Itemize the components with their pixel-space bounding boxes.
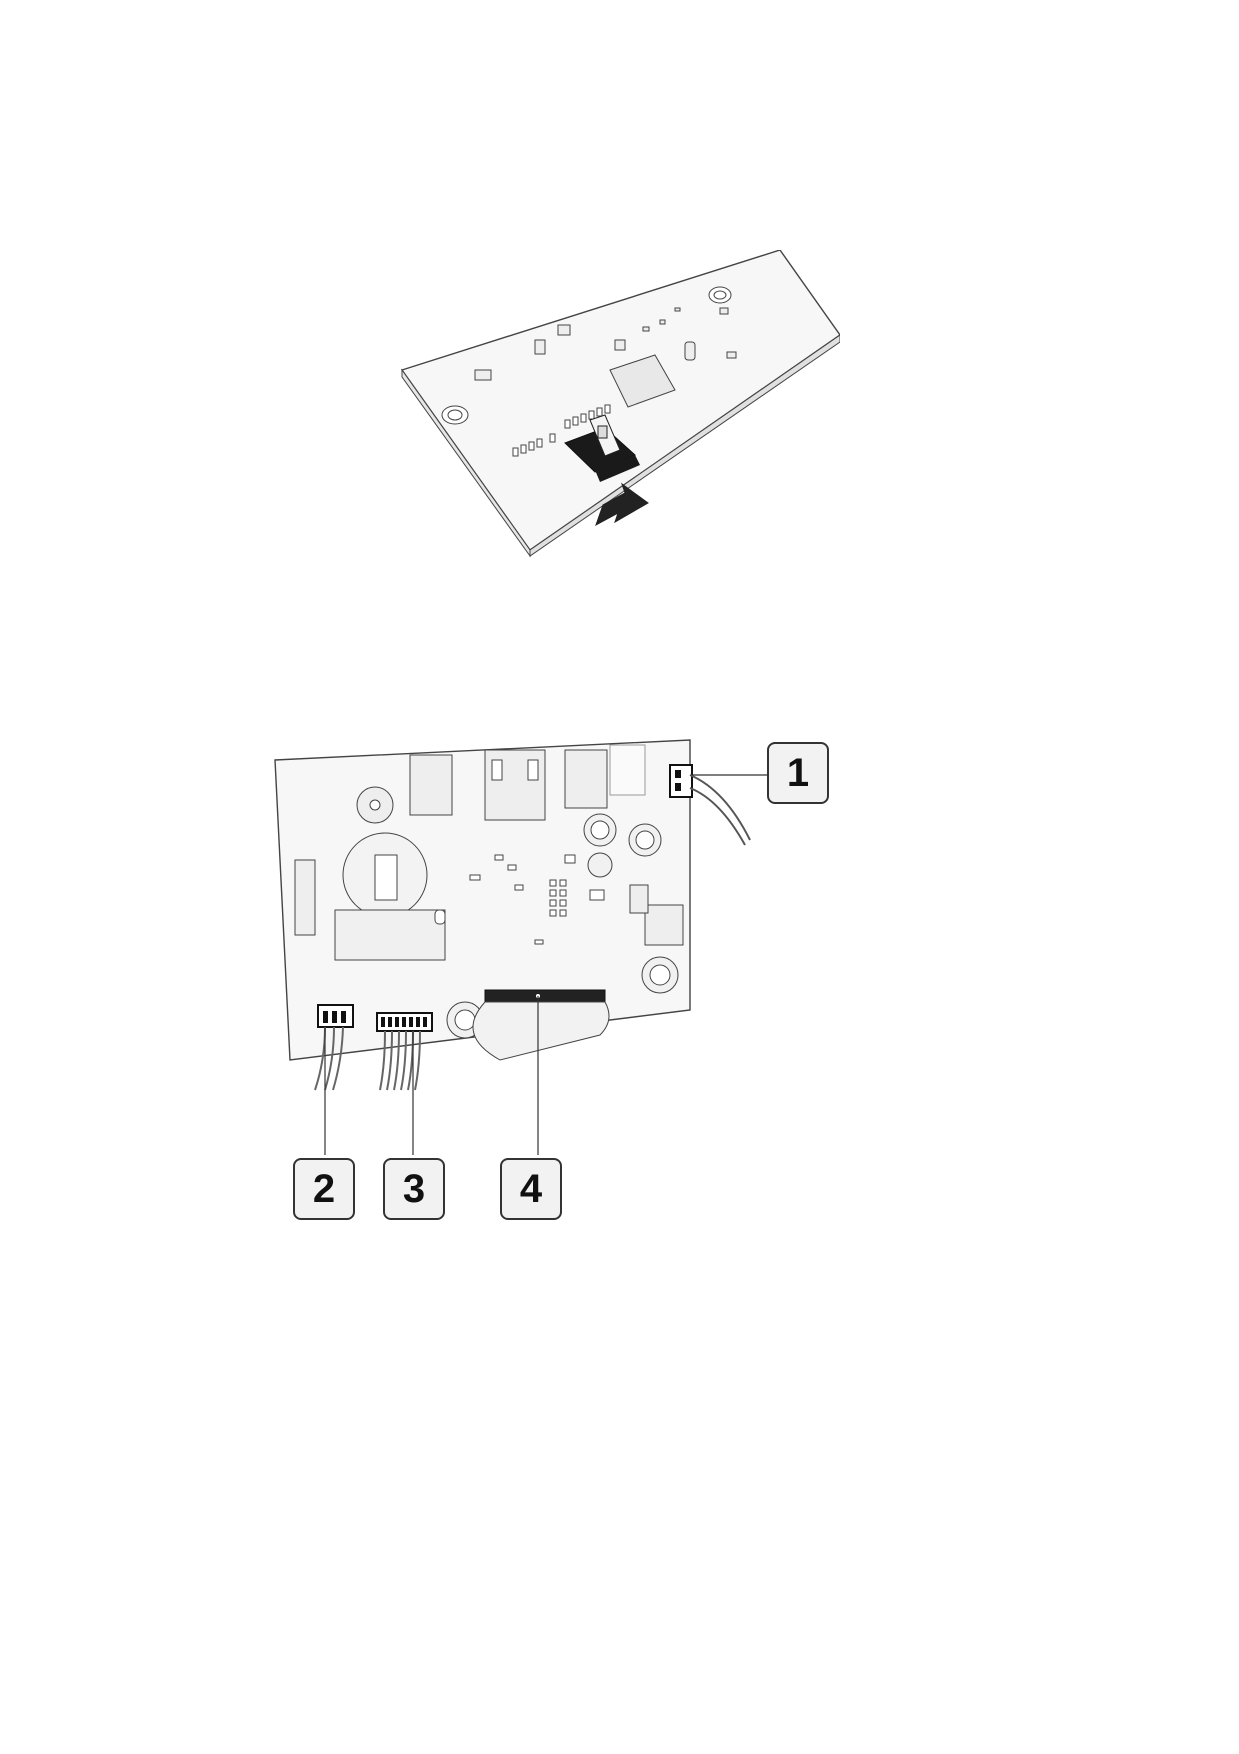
callout-4: 4 <box>500 1158 562 1220</box>
circuit-board-icon <box>274 739 768 1155</box>
connector-diagram <box>270 730 850 1230</box>
battery-holder-icon <box>342 786 428 918</box>
circuit-board-icon <box>400 250 840 558</box>
wire-harness-3-icon <box>376 1012 433 1155</box>
wire-harness-2-icon <box>314 1004 354 1155</box>
capacitor-icon <box>446 813 684 1039</box>
ribbon-cable-icon <box>472 989 610 1155</box>
connector-1-icon <box>669 764 768 846</box>
callout-2: 2 <box>293 1158 355 1220</box>
callout-3: 3 <box>383 1158 445 1220</box>
callout-1: 1 <box>767 742 829 804</box>
sd-card-removal-figure <box>400 250 840 560</box>
removal-arrow-icon <box>595 482 649 527</box>
